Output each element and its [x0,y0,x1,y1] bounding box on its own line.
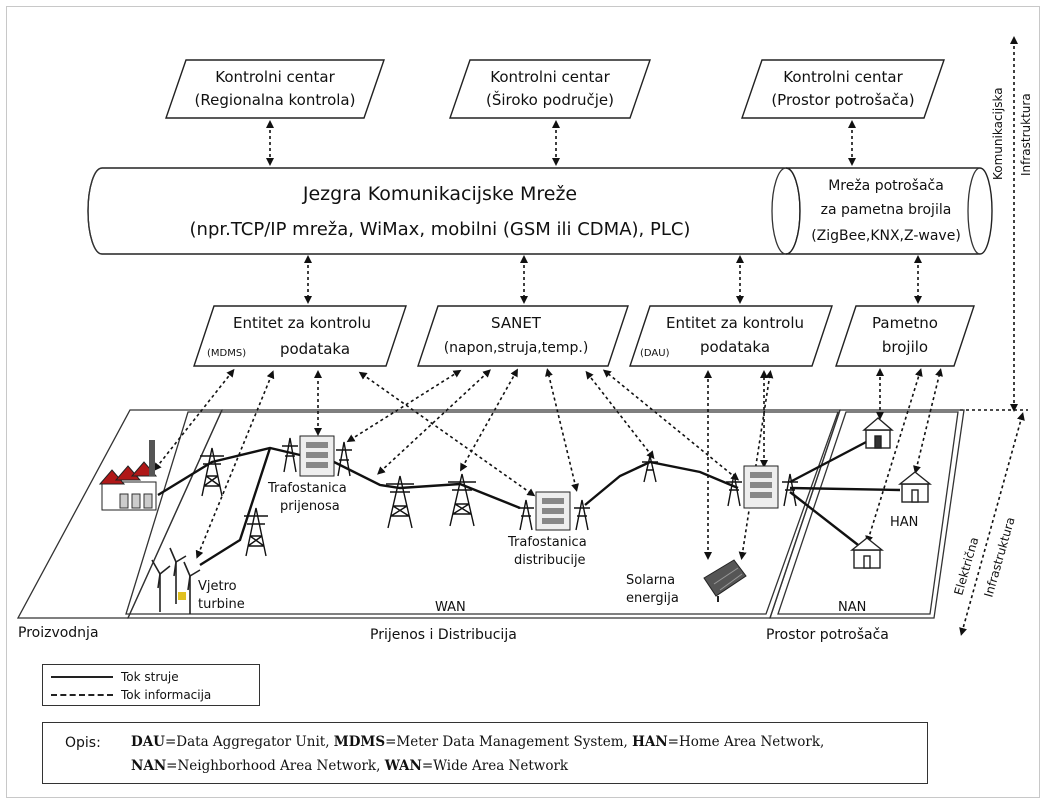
substation-transmission-icon [282,435,352,477]
svg-text:(MDMS): (MDMS) [207,348,246,359]
legend-power-label: Tok struje [121,670,179,684]
description-label: Opis: [65,735,101,751]
description-box: Opis: DAU=Data Aggregator Unit, MDMS=Met… [42,722,928,784]
svg-text:Prijenos i Distribucija: Prijenos i Distribucija [370,627,517,643]
control-center-regional: Kontrolni centar (Regionalna kontrola) [165,59,385,119]
svg-text:WAN: WAN [435,600,466,615]
svg-text:(DAU): (DAU) [640,348,670,359]
entity-dau: Entitet za kontrolu podataka (DAU) [629,305,833,367]
control-center-wide-area: Kontrolni centar (Široko područje) [449,59,651,119]
svg-text:Kontrolni centar: Kontrolni centar [490,68,610,86]
svg-text:Komunikacijska: Komunikacijska [991,87,1005,180]
abbr-nan: NAN [131,758,167,774]
abbr-nan-text: =Neighborhood Area Network, [166,758,385,774]
svg-text:Pametno: Pametno [872,314,938,332]
abbr-mdms-text: =Meter Data Management System, [385,734,633,750]
svg-text:Solarna: Solarna [626,573,675,588]
svg-text:energija: energija [626,591,679,606]
component-labels: Trafostanica prijenosa Trafostanica dist… [198,481,918,612]
consumer-network: Mreža potrošača za pametna brojila (ZigB… [785,167,993,255]
svg-text:Prostor potrošača: Prostor potrošača [766,627,889,643]
solar-panel-icon [703,559,747,602]
power-tower-icon [200,447,658,557]
abbr-mdms: MDMS [333,734,386,750]
svg-text:Trafostanica: Trafostanica [507,535,587,550]
svg-text:distribucije: distribucije [514,553,586,568]
svg-text:(Regionalna kontrola): (Regionalna kontrola) [195,91,356,109]
svg-text:Električna: Električna [951,536,981,597]
entity-mdms: Entitet za kontrolu podataka (MDMS) [193,305,407,367]
abbr-wan: WAN [384,758,422,774]
description-line-2: NAN=Neighborhood Area Network, WAN=Wide … [131,758,568,774]
legend-info-swatch [51,694,113,696]
axis-electrical: Električna Infrastruktura [951,412,1025,636]
info-arrows-top [266,120,922,304]
svg-text:Infrastruktura: Infrastruktura [981,515,1017,598]
abbr-dau: DAU [131,734,165,750]
entity-sanet: SANET (napon,struja,temp.) [417,305,629,367]
svg-text:podataka: podataka [280,340,350,358]
svg-text:Entitet za kontrolu: Entitet za kontrolu [666,314,804,332]
svg-text:Jezgra Komunikacijske Mreže: Jezgra Komunikacijske Mreže [302,183,577,205]
svg-text:podataka: podataka [700,338,770,356]
core-network: Jezgra Komunikacijske Mreže (npr.TCP/IP … [87,167,801,255]
factory-icon [98,440,158,511]
abbr-han: HAN [632,734,668,750]
svg-text:(napon,struja,temp.): (napon,struja,temp.) [444,340,589,356]
svg-text:SANET: SANET [491,314,542,332]
svg-text:Mreža potrošača: Mreža potrošača [828,178,944,194]
wind-turbine-icon [151,547,201,614]
svg-text:brojilo: brojilo [882,338,928,356]
control-center-consumer: Kontrolni centar (Prostor potrošača) [741,59,945,119]
abbr-han-text: =Home Area Network, [667,734,825,750]
entity-smart-meter: Pametno brojilo [835,305,975,367]
figure-frame [6,6,1040,798]
svg-text:Vjetro: Vjetro [198,579,237,594]
svg-text:Trafostanica: Trafostanica [267,481,347,496]
svg-text:(npr.TCP/IP mreža, WiMax, mobi: (npr.TCP/IP mreža, WiMax, mobilni (GSM i… [190,219,691,240]
svg-text:Kontrolni centar: Kontrolni centar [215,68,335,86]
legend-info-label: Tok informacija [121,688,212,702]
legend: Tok struje Tok informacija [42,664,260,706]
svg-text:(ZigBee,KNX,Z-wave): (ZigBee,KNX,Z-wave) [811,228,961,244]
description-line-1: DAU=Data Aggregator Unit, MDMS=Meter Dat… [131,734,824,750]
svg-text:NAN: NAN [838,600,866,615]
svg-text:(Prostor potrošača): (Prostor potrošača) [771,91,914,109]
legend-info: Tok informacija [43,686,211,704]
substation-distribution-icon [518,491,590,531]
svg-text:(Široko područje): (Široko područje) [486,90,614,109]
svg-text:Infrastruktura: Infrastruktura [1019,93,1033,176]
svg-text:Proizvodnja: Proizvodnja [18,625,99,641]
svg-text:turbine: turbine [198,597,245,612]
zone-proizvodnja [16,409,224,619]
svg-text:Entitet za kontrolu: Entitet za kontrolu [233,314,371,332]
svg-text:za pametna brojila: za pametna brojila [821,202,952,218]
zone-labels: WAN NAN Proizvodnja Prijenos i Distribuc… [18,600,889,643]
legend-power-swatch [51,676,113,678]
house-icon [850,417,932,569]
axis-communication: Komunikacijska Infrastruktura [991,36,1033,412]
substation-nan-icon [726,465,798,509]
svg-text:HAN: HAN [890,515,918,530]
svg-text:Kontrolni centar: Kontrolni centar [783,68,903,86]
info-flow-lines [153,368,943,560]
abbr-wan-text: =Wide Area Network [421,758,569,774]
svg-text:prijenosa: prijenosa [280,499,340,514]
abbr-dau-text: =Data Aggregator Unit, [164,734,334,750]
legend-power: Tok struje [43,668,179,686]
